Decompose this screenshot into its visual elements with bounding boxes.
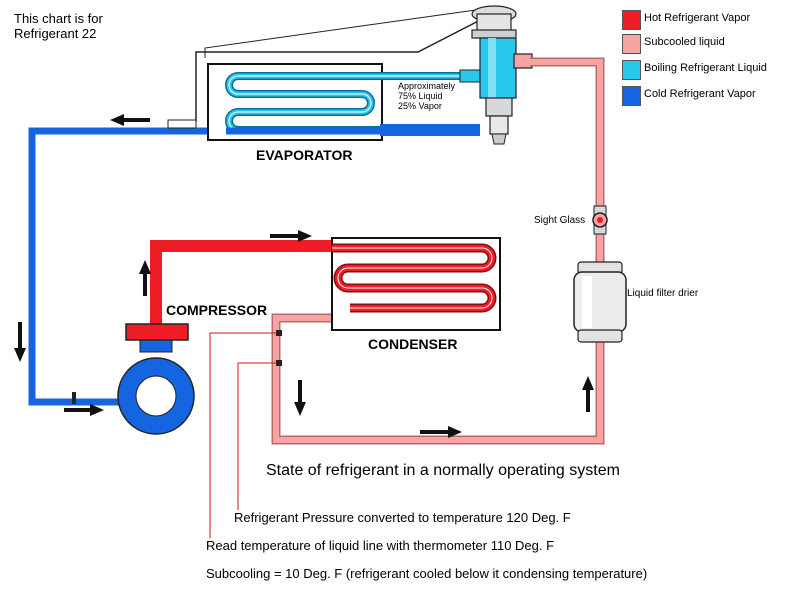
legend-swatch	[622, 10, 641, 30]
suction-line	[28, 127, 226, 406]
liquid-line-outline	[530, 57, 605, 210]
legend-label: Subcooled liquid	[644, 36, 725, 48]
sensing-line-outer	[204, 7, 491, 58]
sensing-bulb	[167, 119, 197, 129]
pressure-leader-line	[209, 332, 276, 538]
suction-port-marker	[72, 392, 76, 404]
liquid-line-top	[530, 59, 603, 210]
valve-outlet-fitting	[459, 69, 483, 83]
flow-arrows	[14, 114, 594, 438]
discharge-line	[150, 240, 332, 326]
evaporator-outlet	[380, 124, 480, 136]
state-caption: State of refrigerant in a normally opera…	[266, 462, 620, 479]
sensing-line	[195, 13, 493, 122]
expansion-note-line3: 25% Vapor	[398, 101, 442, 111]
evaporator-coil-highlight	[228, 75, 470, 131]
sight-glass	[592, 205, 608, 235]
compressor	[117, 323, 195, 435]
temperature-leader-line	[237, 362, 276, 510]
compressor-label: COMPRESSOR	[166, 302, 268, 318]
legend-label: Cold Refrigerant Vapor	[644, 88, 756, 100]
expansion-note-line1: Approximately	[398, 81, 456, 91]
legend-label: Hot Refrigerant Vapor	[644, 12, 751, 24]
legend-swatch	[622, 86, 641, 106]
legend-swatch	[622, 60, 641, 80]
chart-note-line1: This chart is for	[14, 11, 103, 26]
evaporator-label: EVAPORATOR	[256, 147, 353, 163]
filter-drier-label: Liquid filter drier	[627, 288, 699, 299]
legend-swatch	[622, 34, 641, 54]
thermometer-point	[276, 360, 282, 366]
expansion-valve	[471, 5, 533, 145]
pressure-tap	[276, 330, 282, 336]
sight-glass-label: Sight Glass	[534, 215, 586, 226]
expansion-note-line2: 75% Liquid	[398, 91, 443, 101]
pressure-caption: Refrigerant Pressure converted to temper…	[234, 510, 571, 525]
legend-label: Boiling Refrigerant Liquid	[644, 62, 767, 74]
filter-drier	[573, 261, 627, 343]
liquid-temp-caption: Read temperature of liquid line with the…	[206, 538, 555, 553]
condenser-label: CONDENSER	[368, 336, 458, 352]
chart-note-line2: Refrigerant 22	[14, 26, 97, 41]
condenser-coil-highlight	[332, 247, 493, 309]
subcooling-caption: Subcooling = 10 Deg. F (refrigerant cool…	[206, 566, 648, 581]
